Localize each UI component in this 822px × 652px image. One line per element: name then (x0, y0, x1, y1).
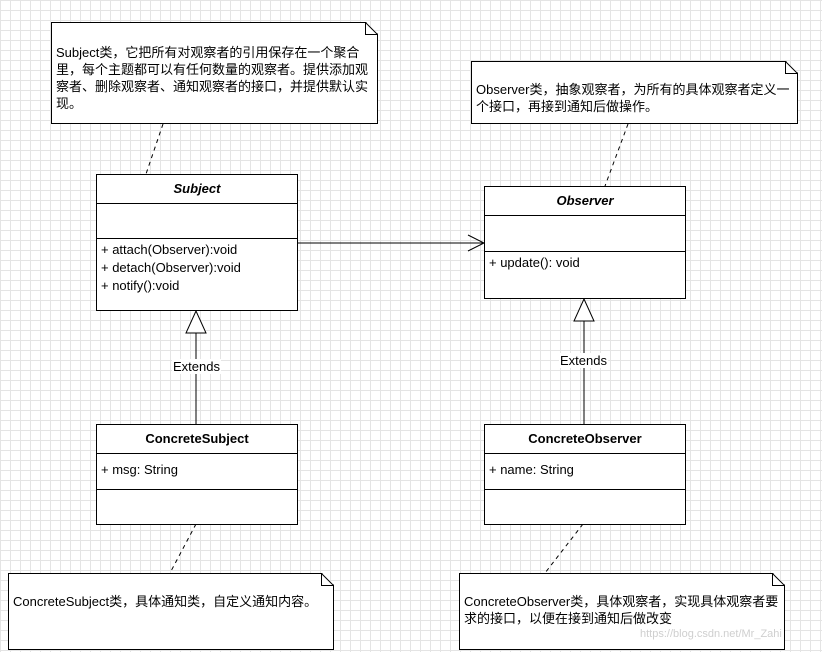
class-observer-attributes (485, 216, 685, 252)
class-concrete-observer-name: ConcreteObserver (485, 425, 685, 454)
generalization-triangle-right (573, 297, 595, 322)
class-subject[interactable]: Subject + attach(Observer):void + detach… (96, 174, 298, 311)
note-concrete-observer[interactable]: ConcreteObserver类，具体观察者，实现具体观察者要求的接口，以便在… (459, 573, 785, 650)
note-fold-icon (365, 22, 378, 35)
class-concrete-subject-name: ConcreteSubject (97, 425, 297, 454)
note-concrete-subject-text: ConcreteSubject类，具体通知类，自定义通知内容。 (13, 594, 318, 609)
class-concrete-observer-methods (485, 490, 685, 524)
attribute-name: + name: String (489, 462, 574, 477)
method-detach: + detach(Observer):void (101, 260, 241, 275)
class-subject-attributes (97, 204, 297, 239)
note-concrete-observer-text: ConcreteObserver类，具体观察者，实现具体观察者要求的接口，以便在… (464, 594, 779, 626)
generalization-triangle-left (185, 309, 207, 334)
note-anchor-concrete-subject (169, 523, 197, 574)
note-anchor-concrete-observer (544, 523, 584, 574)
method-notify: + notify():void (101, 278, 180, 293)
note-fold-icon (785, 61, 798, 74)
note-observer[interactable]: Observer类，抽象观察者，为所有的具体观察者定义一个接口，再接到通知后做操… (471, 61, 798, 124)
note-observer-text: Observer类，抽象观察者，为所有的具体观察者定义一个接口，再接到通知后做操… (476, 82, 790, 114)
class-observer-methods: + update(): void (485, 252, 685, 274)
class-observer-name: Observer (485, 187, 685, 216)
note-subject-text: Subject类，它把所有对观察者的引用保存在一个聚合里，每个主题都可以有任何数… (56, 45, 369, 111)
class-concrete-subject-methods (97, 490, 297, 524)
note-anchor-subject (145, 123, 164, 175)
class-subject-name: Subject (97, 175, 297, 204)
extends-label-left: Extends (172, 359, 221, 374)
note-subject[interactable]: Subject类，它把所有对观察者的引用保存在一个聚合里，每个主题都可以有任何数… (51, 22, 378, 124)
class-observer[interactable]: Observer + update(): void (484, 186, 686, 299)
class-concrete-observer[interactable]: ConcreteObserver + name: String (484, 424, 686, 525)
watermark-text: https://blog.csdn.net/Mr_Zahi (640, 628, 782, 640)
class-subject-methods: + attach(Observer):void + detach(Observe… (97, 239, 297, 297)
note-concrete-subject[interactable]: ConcreteSubject类，具体通知类，自定义通知内容。 (8, 573, 334, 650)
class-concrete-observer-attributes: + name: String (485, 454, 685, 490)
extends-label-right: Extends (559, 353, 608, 368)
association-arrowhead (467, 234, 486, 252)
note-anchor-observer (604, 123, 629, 187)
note-fold-icon (772, 573, 785, 586)
method-attach: + attach(Observer):void (101, 242, 238, 257)
method-update: + update(): void (489, 255, 580, 270)
class-concrete-subject[interactable]: ConcreteSubject + msg: String (96, 424, 298, 525)
note-fold-icon (321, 573, 334, 586)
attribute-msg: + msg: String (101, 462, 178, 477)
class-concrete-subject-attributes: + msg: String (97, 454, 297, 490)
